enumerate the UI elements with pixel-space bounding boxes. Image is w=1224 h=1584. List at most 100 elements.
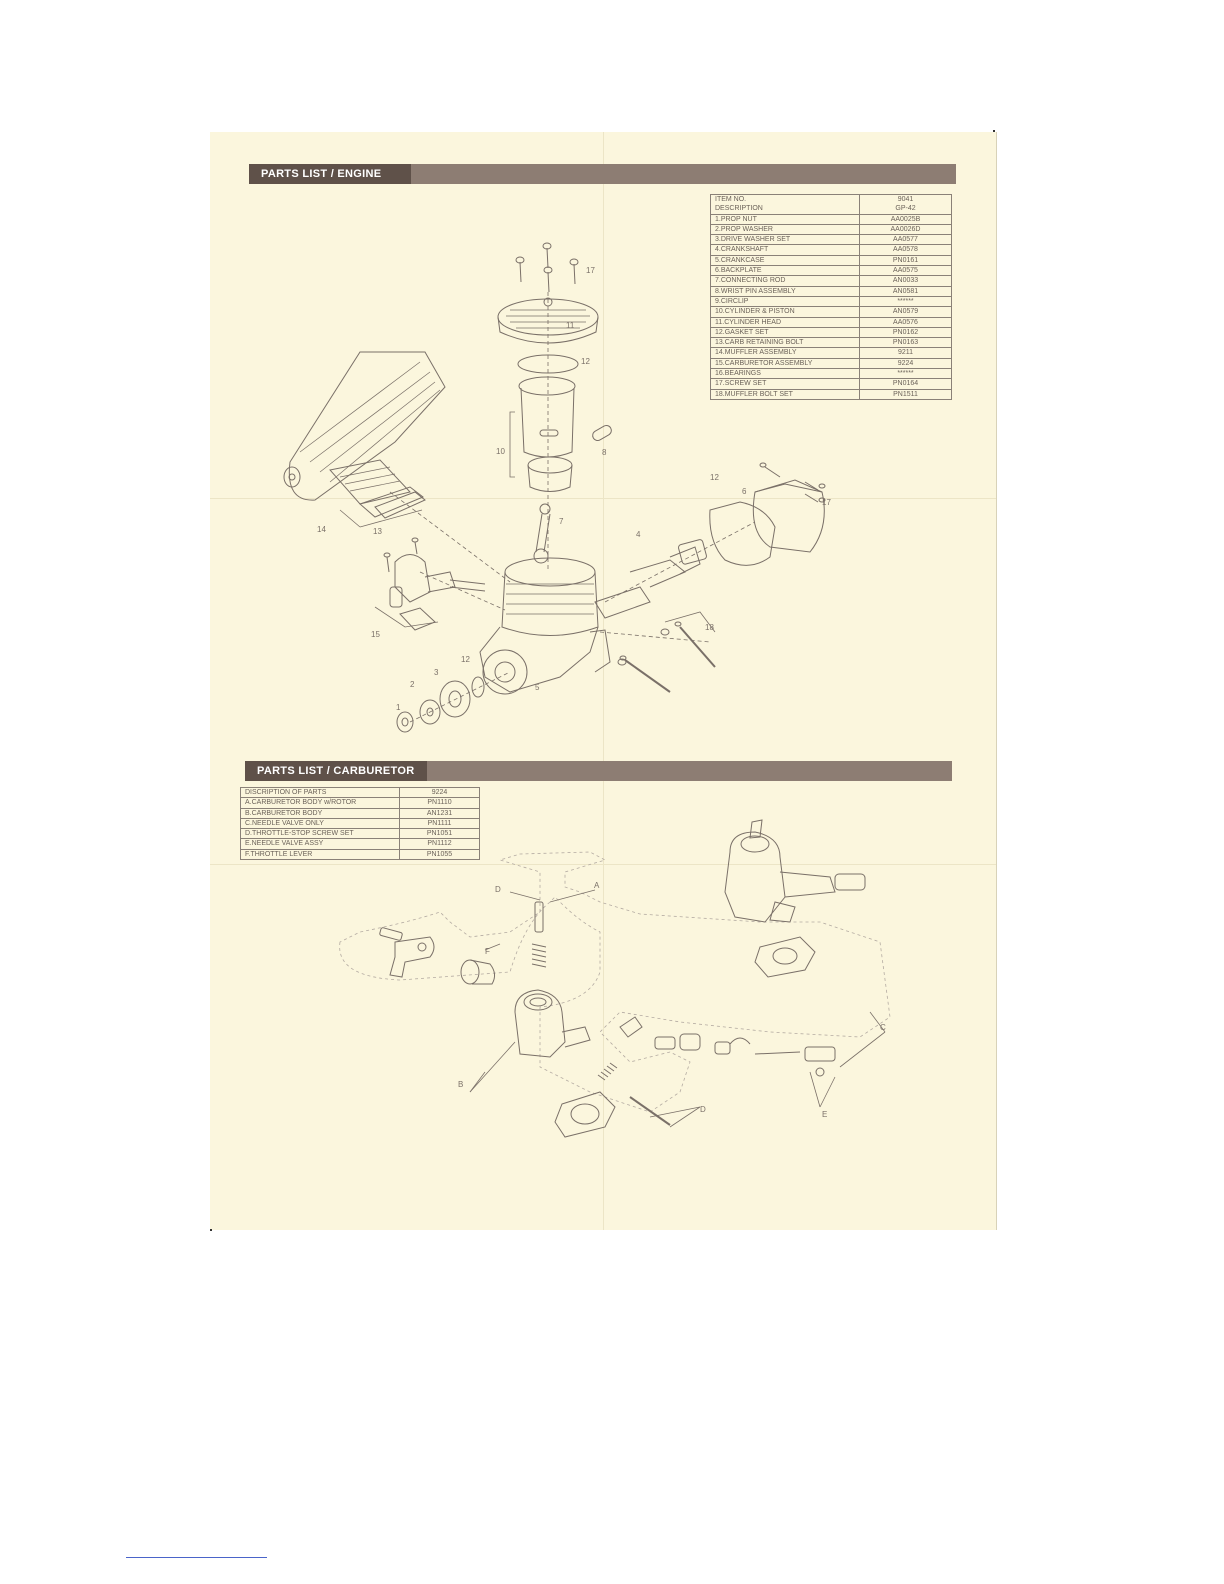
part-code: 9224 [859, 357, 952, 370]
carb-table-header-row: DISCRIPTION OF PARTS 9224 [240, 786, 480, 799]
engine-section-header: PARTS LIST / ENGINE [249, 164, 956, 184]
callout-label: 8 [602, 448, 607, 457]
prop-hardware [396, 676, 485, 733]
part-code: PN1051 [399, 828, 480, 840]
part-code: PN0161 [859, 254, 952, 267]
callout-label: 11 [566, 321, 575, 330]
carb-code-column-header: 9224 [399, 786, 480, 799]
crankshaft [594, 539, 707, 619]
throttle-stop-screw [531, 901, 547, 968]
callout-label: 5 [535, 683, 540, 692]
muffler [283, 351, 446, 519]
scan-mark [993, 130, 995, 132]
callout-brackets [339, 411, 716, 633]
callout-label: A [594, 881, 600, 890]
rotor-sleeve [460, 959, 496, 985]
part-code: ****** [859, 295, 952, 308]
part-code: AA0575 [859, 265, 952, 277]
callout-label: 12 [461, 655, 470, 664]
needle-valve-spring [597, 1062, 671, 1126]
callout-label: 7 [559, 517, 564, 526]
callout-label: 6 [742, 487, 747, 496]
callout-label: 18 [705, 623, 714, 632]
callout-label: 13 [373, 527, 382, 536]
carburetor-guide-outline [339, 851, 891, 1113]
part-code: AN1231 [399, 807, 480, 819]
part-code: PN1511 [859, 388, 952, 400]
callout-label: 12 [710, 473, 719, 482]
part-code: AA0025B [859, 213, 952, 225]
connecting-rod [533, 503, 551, 564]
part-code: AA0026D [859, 223, 952, 236]
engine-parts-table: ITEM NO. DESCRIPTION 9041 GP-42 1.PROP N… [710, 194, 952, 400]
part-code: 9211 [859, 347, 952, 359]
callout-label: 4 [636, 530, 641, 539]
part-code: PN1111 [399, 817, 480, 830]
assembly-guide-lines [389, 292, 756, 723]
part-code: PN1055 [399, 848, 480, 861]
callout-label: E [822, 1110, 827, 1119]
piston [527, 425, 612, 492]
carburetor-parts-table: DISCRIPTION OF PARTS 9224 A.CARBURETOR B… [240, 786, 480, 861]
needle-valve-assy [619, 1016, 836, 1077]
part-code: AA0578 [859, 244, 952, 256]
fold-line [603, 132, 604, 1230]
description-label: DESCRIPTION [715, 205, 763, 213]
part-code: PN0162 [859, 326, 952, 339]
item-no-label: ITEM NO. [715, 196, 747, 203]
callout-label: D [495, 885, 501, 894]
model-number-label: 9041 [897, 196, 914, 203]
engine-section-title: PARTS LIST / ENGINE [249, 164, 411, 184]
model-name-label: GP-42 [895, 205, 916, 213]
engine-code-column-header: 9041 GP-42 [859, 194, 952, 215]
part-code: AN0033 [859, 275, 952, 287]
part-code: PN1112 [399, 838, 480, 850]
part-code: PN0164 [859, 378, 952, 390]
engine-table-header-row: ITEM NO. DESCRIPTION 9041 GP-42 [710, 194, 952, 215]
carburetor-assembly [383, 537, 486, 631]
carb-callout-lines [469, 889, 886, 1128]
callout-label: 17 [586, 266, 595, 275]
part-code: AA0577 [859, 234, 952, 246]
carburetor-assembled-view [724, 819, 866, 978]
callout-label: 10 [496, 447, 505, 456]
part-code: PN1110 [399, 797, 480, 809]
part-code: AN0581 [859, 285, 952, 297]
callout-label: 2 [410, 680, 415, 689]
footer-link-underline[interactable] [126, 1557, 267, 1558]
callout-label: B [458, 1080, 463, 1089]
muffler-bolts [617, 621, 716, 693]
carb-body-exploded [514, 989, 591, 1058]
part-code: AN0579 [859, 306, 952, 318]
callout-label: C [880, 1023, 886, 1032]
callout-label: F [485, 947, 490, 956]
part-code: PN0163 [859, 337, 952, 349]
callout-label: 14 [317, 525, 326, 534]
cylinder-head-screws [515, 242, 579, 293]
parts-sheet: PARTS LIST / ENGINE ITEM NO. DESCRIPTION… [210, 132, 997, 1230]
carb-gasket [554, 1091, 616, 1138]
callout-label: 17 [822, 498, 831, 507]
callout-label: 1 [396, 703, 401, 712]
throttle-lever [379, 927, 435, 978]
callout-label: D [700, 1105, 706, 1114]
backplate-gasket [709, 501, 776, 566]
callout-label: 12 [581, 357, 590, 366]
carburetor-section-title: PARTS LIST / CARBURETOR [245, 761, 427, 781]
